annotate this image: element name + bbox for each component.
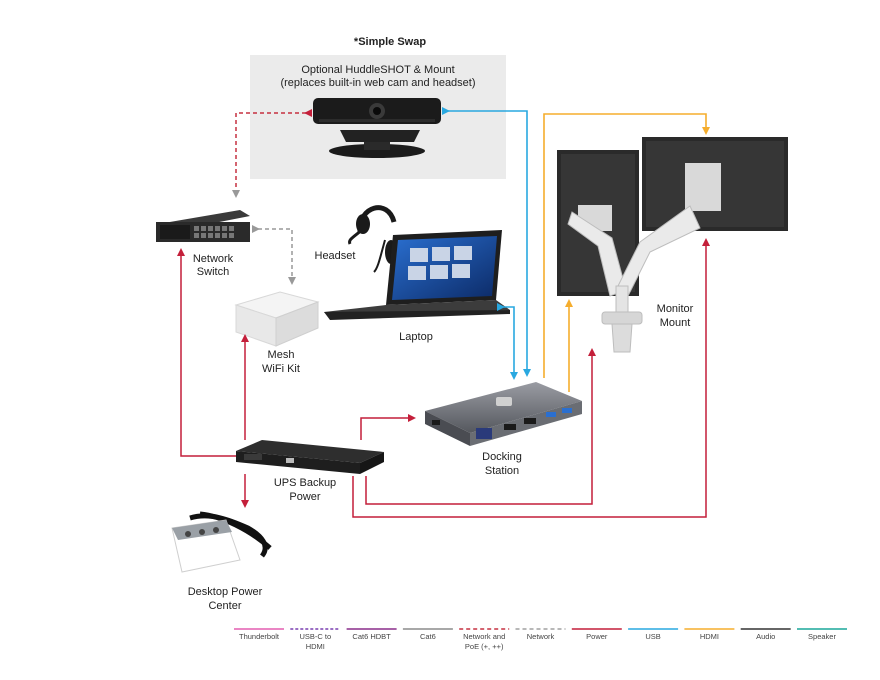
ups-label-line1: UPS Backup: [274, 477, 336, 489]
huddleshot-label-line1: Optional HuddleSHOT & Mount: [301, 64, 454, 76]
headset: [348, 205, 397, 273]
ups-backup-power: [236, 440, 384, 474]
monitor-arm: [567, 163, 721, 353]
desktop-power-center: [171, 511, 272, 573]
power-line-ups-dock: [360, 414, 416, 440]
docking-station: [425, 382, 582, 446]
laptop: [324, 230, 510, 320]
monitor-mount-label-line1: Monitor: [657, 303, 694, 315]
desktop-power-label-line1: Desktop Power: [188, 586, 263, 598]
docking-station-label-line1: Docking: [482, 451, 522, 463]
power-line-ups-switch: [177, 248, 236, 457]
monitor-right: [642, 137, 788, 231]
power-line-ups-monitor-left: [365, 348, 596, 505]
laptop-label: Laptop: [399, 331, 433, 343]
network-line-switch-mesh: [252, 225, 296, 285]
huddleshot-label-line2: (replaces built-in web cam and headset): [280, 77, 475, 89]
legend-label: Audio: [756, 632, 775, 641]
legend-label: Cat6 HDBT: [352, 632, 391, 641]
legend-label: Cat6: [420, 632, 436, 641]
hdmi-line-dock-monitor-right: [543, 113, 710, 378]
legend-label: Network: [527, 632, 555, 641]
huddleshot-camera: [313, 98, 441, 124]
legend-label: Speaker: [808, 632, 836, 641]
mesh-wifi-kit: [234, 291, 320, 347]
mesh-wifi-label-line1: Mesh: [268, 349, 295, 361]
usb-line-huddle-dock: [442, 107, 531, 377]
power-line-ups-monitor-right: [352, 238, 710, 518]
camera-mount: [329, 130, 425, 158]
desktop-power-label-line2: Center: [208, 600, 241, 612]
mesh-wifi-label-line2: WiFi Kit: [262, 363, 300, 375]
network-switch-label-line1: Network: [193, 253, 234, 265]
legend-label: USB: [645, 632, 660, 641]
headset-label: Headset: [315, 250, 356, 262]
legend-label: Thunderbolt: [239, 632, 280, 641]
legend-label: HDMI: [700, 632, 719, 641]
legend-label: Power: [586, 632, 608, 641]
network-switch: [156, 210, 250, 242]
usb-line-laptop-dock: [497, 303, 518, 380]
monitor-mount-label-line2: Mount: [660, 317, 691, 329]
docking-station-label-line2: Station: [485, 465, 519, 477]
network-switch-label-line2: Switch: [197, 266, 229, 278]
ups-label-line2: Power: [289, 491, 321, 503]
diagram-title: *Simple Swap: [354, 36, 426, 48]
network-line-huddle-switch: [232, 109, 312, 198]
